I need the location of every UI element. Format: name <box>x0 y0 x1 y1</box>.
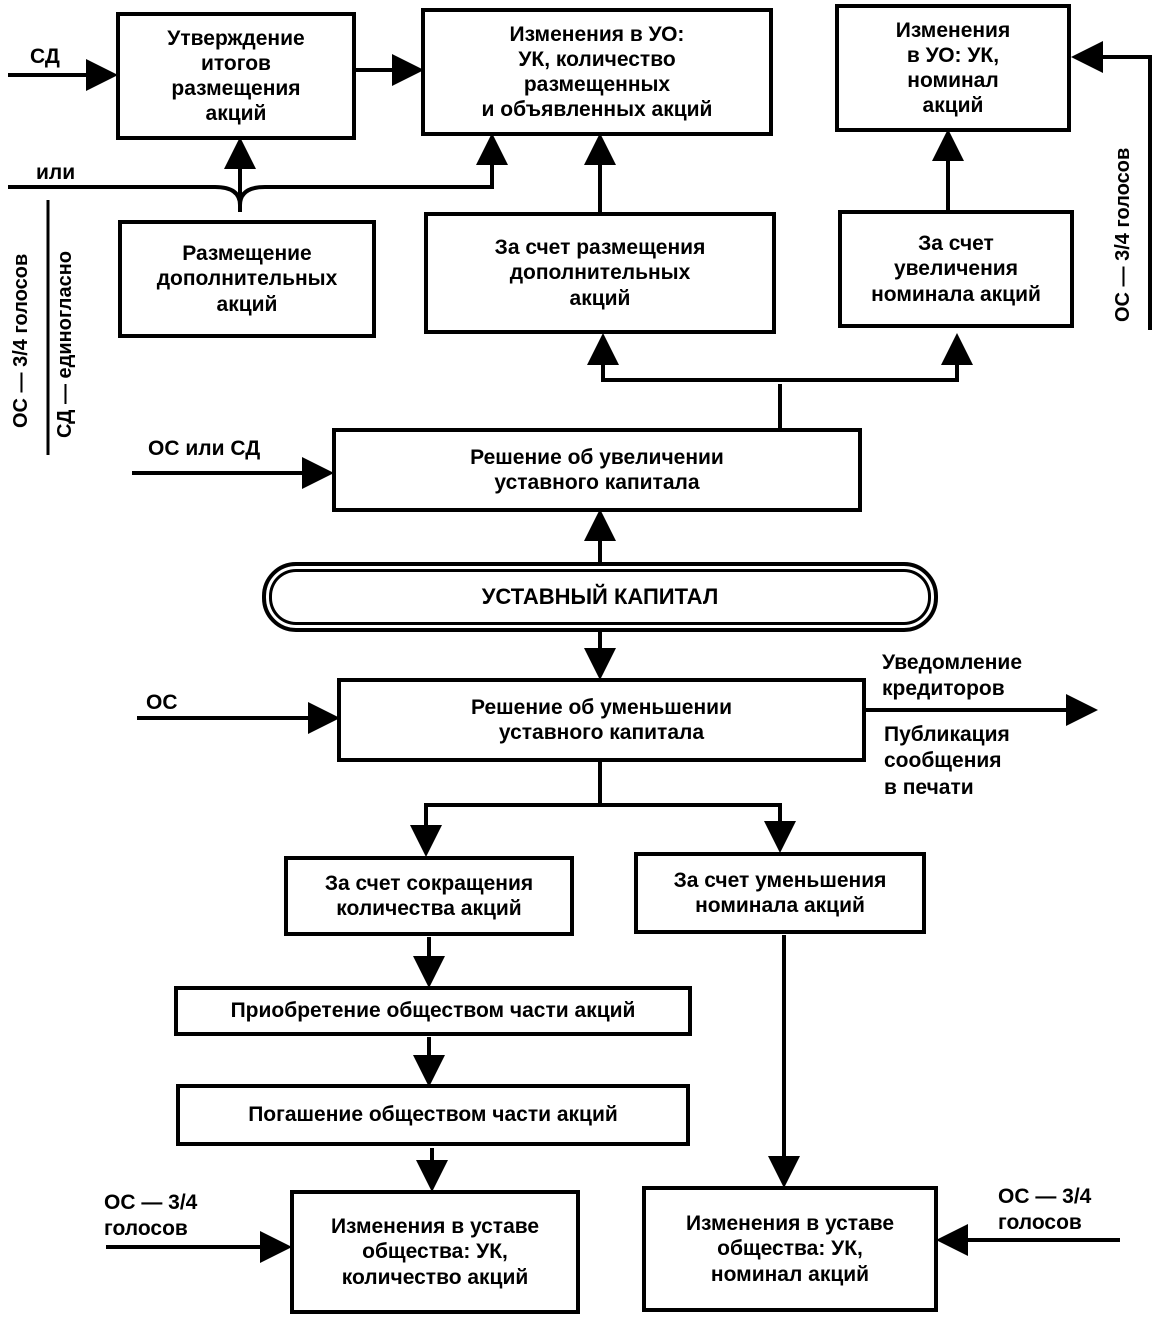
acquisition-box: Приобретение обществом части акций <box>174 986 692 1036</box>
label-os: ОС <box>146 691 178 714</box>
via-share-reduction-box: За счет сокращения количества акций <box>284 856 574 936</box>
approve-results-box: Утверждение итогов размещения акций <box>116 12 356 140</box>
label-sd: СД <box>30 45 60 68</box>
label-vert-os34-right: ОС — 3/4 голосов <box>1112 147 1134 322</box>
arrow-split-left <box>587 333 780 382</box>
redemption-box: Погашение обществом части акций <box>176 1084 690 1146</box>
decision-increase-box: Решение об увеличении уставного капитала <box>332 428 862 512</box>
charter-changes-count-box: Изменения в уставе общества: УК, количес… <box>290 1190 580 1314</box>
charter-changes-nominal-box: Изменения в уставе общества: УК, номинал… <box>642 1186 938 1312</box>
decision-decrease-box: Решение об уменьшении уставного капитала <box>337 678 866 762</box>
changes-uo-nominal-box: Изменения в УО: УК, номинал акций <box>835 4 1071 132</box>
label-vert-os34-left: ОС — 3/4 голосов <box>10 253 32 428</box>
via-nominal-increase-box: За счет увеличения номинала акций <box>838 210 1074 328</box>
label-vert-sd-unanimous: СД — единогласно <box>54 250 76 438</box>
placement-additional-box: Размещение дополнительных акций <box>118 220 376 338</box>
label-notification: Уведомление кредиторов <box>882 651 1023 701</box>
arrow-os34-right-top <box>1071 41 1152 330</box>
charter-capital-box: УСТАВНЫЙ КАПИТАЛ <box>262 562 938 632</box>
via-nominal-decrease-box: За счет уменьшения номинала акций <box>634 852 926 934</box>
label-ili: или <box>36 161 76 184</box>
label-publication: Публикация сообщения в печати <box>884 723 1010 799</box>
arrow-split2-right <box>600 803 796 853</box>
arrow-ili-to-changes <box>8 133 508 206</box>
label-os34-right: ОС — 3/4 голосов <box>998 1185 1092 1235</box>
label-os-or-sd: ОС или СД <box>148 437 261 460</box>
arrow-split2-left <box>410 803 600 857</box>
changes-uo-count-box: Изменения в УО: УК, количество размещенн… <box>421 8 773 136</box>
via-additional-shares-box: За счет размещения дополнительных акций <box>424 212 776 334</box>
arrow-split-right <box>780 333 973 382</box>
label-os34-left: ОС — 3/4 голосов <box>104 1191 198 1241</box>
